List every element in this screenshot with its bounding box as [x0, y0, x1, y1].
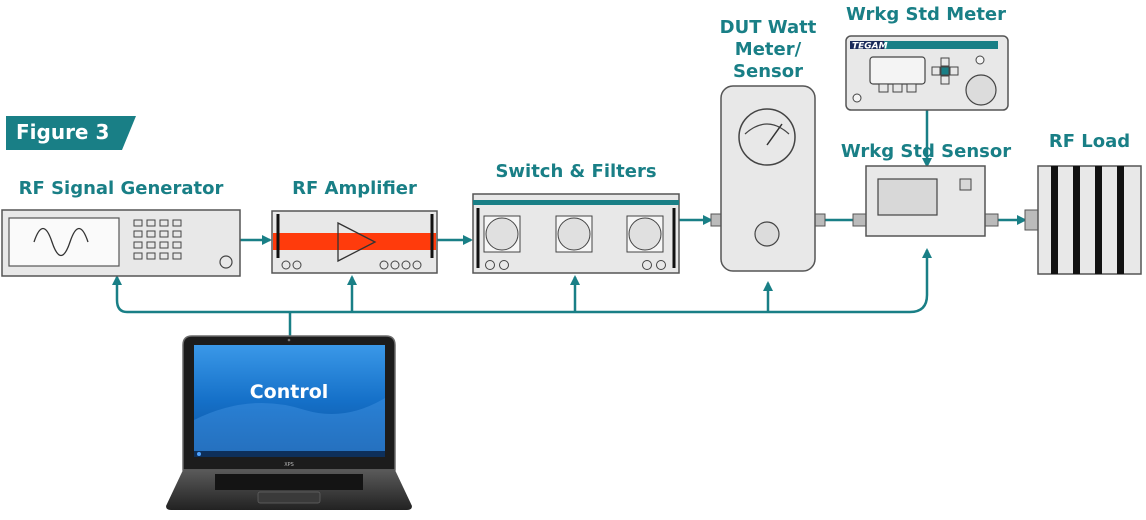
std-sensor-device	[852, 165, 999, 237]
filter-module-2	[555, 215, 593, 253]
meter-brand-logo: TEGAM	[852, 42, 888, 52]
output-knob	[219, 255, 233, 269]
control-laptop: XPS	[166, 335, 412, 510]
meter-display	[869, 56, 926, 85]
std-sensor-label: Wrkg Std Sensor	[840, 141, 1012, 162]
amplifier-symbol-icon	[337, 221, 377, 263]
control-bus	[112, 248, 932, 336]
rf-load-device	[1024, 165, 1142, 275]
analog-gauge-icon	[738, 108, 796, 166]
figure-tag: Figure 3	[16, 120, 110, 144]
dpad-icon	[931, 57, 959, 85]
dut-meter-label-line3: Sensor	[733, 61, 803, 82]
dut-meter-device	[710, 85, 826, 272]
sensor-display	[877, 178, 938, 216]
signal-generator-label: RF Signal Generator	[18, 178, 224, 199]
amplifier-device	[271, 210, 438, 274]
filter-module-3	[626, 215, 664, 253]
std-meter-label: Wrkg Std Meter	[845, 4, 1007, 25]
switch-filters-device	[472, 193, 680, 274]
rf-load-label: RF Load	[1048, 131, 1131, 152]
figure-tag-background	[6, 116, 136, 150]
sine-wave-icon	[33, 227, 89, 257]
dut-meter-label-line2: Meter/	[734, 39, 802, 60]
filter-module-1	[483, 215, 521, 253]
dut-meter-label-line1: DUT Watt	[719, 17, 817, 38]
control-label: Control	[249, 381, 329, 403]
switch-filters-label: Switch & Filters	[495, 161, 657, 182]
amp-signal-band	[273, 233, 436, 250]
std-meter-device: TEGAM	[845, 35, 1009, 111]
meter-knob	[965, 74, 997, 106]
dut-knob	[754, 221, 780, 247]
amplifier-label: RF Amplifier	[292, 178, 417, 199]
laptop-badge: XPS	[284, 462, 294, 468]
signal-generator-device	[1, 209, 241, 277]
keypad	[133, 219, 182, 260]
